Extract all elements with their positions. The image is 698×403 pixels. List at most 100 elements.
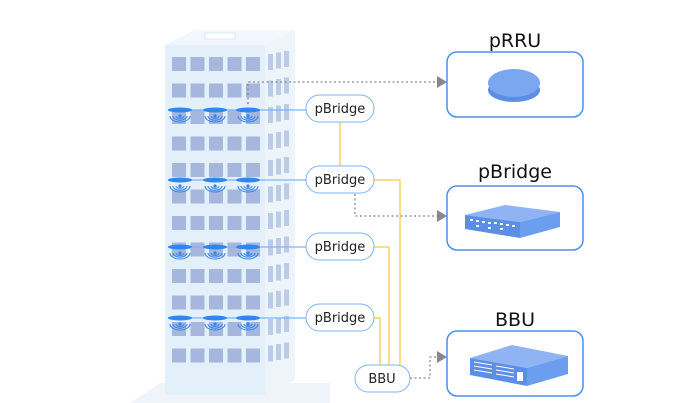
window (227, 110, 242, 124)
window (172, 216, 186, 230)
window (172, 57, 186, 71)
dotted-links (247, 81, 438, 379)
window (190, 110, 205, 124)
window (246, 216, 260, 230)
window (172, 163, 186, 177)
window (268, 292, 273, 309)
building (165, 30, 295, 395)
window (246, 189, 260, 204)
pbridge-node[interactable]: pBridge (305, 165, 375, 194)
antenna-icon (168, 107, 192, 123)
window (209, 295, 223, 310)
antenna-icon (236, 315, 260, 331)
window (209, 136, 223, 151)
window (209, 189, 223, 204)
bbu-title: BBU (495, 309, 535, 331)
window (172, 189, 186, 204)
window (268, 186, 273, 203)
window (284, 77, 289, 94)
window (227, 242, 242, 257)
window (284, 236, 289, 253)
window (227, 216, 242, 230)
antenna-icon (168, 177, 192, 193)
window (268, 345, 273, 362)
window (276, 79, 281, 95)
antenna-icon (203, 177, 227, 193)
window (284, 342, 289, 359)
window (209, 163, 223, 177)
window (246, 163, 260, 177)
window (268, 160, 273, 176)
antenna-icon (168, 244, 192, 260)
window (246, 57, 260, 71)
window (284, 104, 289, 120)
window (276, 52, 281, 69)
window (227, 295, 242, 310)
window (276, 211, 281, 228)
bbu-node[interactable]: BBU (354, 364, 411, 393)
window (276, 158, 281, 175)
window (284, 210, 289, 226)
window (190, 348, 205, 363)
window (284, 157, 289, 173)
window (268, 213, 273, 229)
window (276, 317, 281, 334)
window (284, 183, 289, 200)
window (190, 189, 205, 204)
window (190, 83, 205, 98)
window (268, 266, 273, 282)
antenna-icon (236, 244, 260, 260)
window (268, 107, 273, 123)
window (284, 51, 289, 67)
window (227, 189, 242, 204)
window (227, 163, 242, 177)
antenna-icon (203, 315, 227, 331)
window (276, 344, 281, 360)
window (268, 133, 273, 150)
pbridge-title: pBridge (478, 161, 552, 183)
window (209, 348, 223, 363)
pbridge-node[interactable]: pBridge (305, 303, 375, 332)
window (209, 57, 223, 71)
pbridge-label: pBridge (315, 240, 366, 255)
window (246, 269, 260, 283)
window (227, 57, 242, 71)
window (246, 295, 260, 310)
window (284, 263, 289, 279)
pbridge-label: pBridge (315, 102, 366, 117)
window (190, 163, 205, 177)
antenna-icon (236, 107, 260, 123)
window (227, 348, 242, 363)
window (284, 289, 289, 306)
window (227, 269, 242, 283)
pbridge-label: pBridge (315, 173, 366, 188)
window (190, 322, 205, 336)
window (227, 322, 242, 336)
window (246, 348, 260, 363)
antenna-icon (203, 244, 227, 260)
server-device-icon (470, 345, 568, 386)
window (172, 295, 186, 310)
arrow-icon (437, 210, 447, 222)
window (172, 83, 186, 98)
window (276, 105, 281, 122)
window (172, 136, 186, 151)
antenna-icon (168, 315, 192, 331)
window (209, 216, 223, 230)
window (190, 216, 205, 230)
pbridge-node[interactable]: pBridge (305, 94, 375, 123)
window (276, 291, 281, 307)
antenna-icon (236, 177, 260, 193)
window (209, 83, 223, 98)
window (276, 238, 281, 254)
pbridge-node[interactable]: pBridge (305, 232, 375, 261)
window (268, 54, 273, 70)
window (246, 83, 260, 98)
window (276, 185, 281, 201)
antenna-icon (203, 107, 227, 123)
arrowheads (437, 76, 447, 363)
window (268, 80, 273, 97)
window (276, 132, 281, 148)
window (268, 319, 273, 335)
